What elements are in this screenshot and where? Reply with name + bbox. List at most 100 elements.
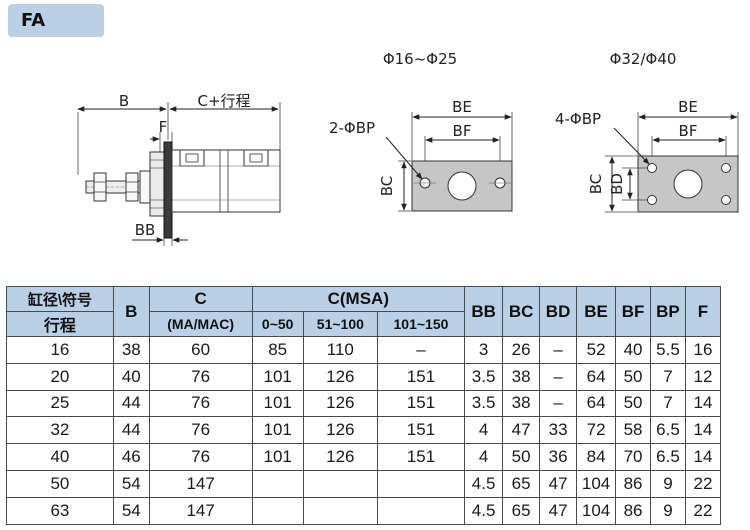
cell-bb: 4.5 bbox=[464, 469, 504, 498]
cell-bc: 65 bbox=[502, 496, 541, 525]
header-be: BE bbox=[576, 286, 617, 337]
cell-msa-101-150: 151 bbox=[376, 362, 466, 391]
cell-bc: 65 bbox=[502, 469, 541, 498]
cell-be: 104 bbox=[576, 469, 617, 498]
cell-be: 64 bbox=[576, 362, 617, 391]
cell-bf: 86 bbox=[615, 469, 652, 498]
label-bc-small: BC bbox=[378, 176, 396, 197]
label-b: B bbox=[119, 92, 129, 110]
cell-msa-51-100 bbox=[302, 469, 378, 498]
header-bp: BP bbox=[650, 286, 686, 337]
cell-f: 14 bbox=[684, 416, 722, 445]
cell-bb: 3 bbox=[464, 336, 504, 364]
cell-msa-51-100 bbox=[302, 496, 378, 525]
cell-bc: 26 bbox=[502, 336, 541, 364]
cell-bd: – bbox=[539, 362, 578, 391]
cell-msa-0-50: 101 bbox=[251, 443, 304, 471]
cell-msa-101-150: 151 bbox=[376, 443, 466, 471]
large-flange-plate: Φ32/Φ40 BE BF BC BD 4-ΦBP bbox=[555, 50, 739, 213]
label-c-stroke: C+行程 bbox=[197, 92, 250, 110]
cell-msa-51-100: 126 bbox=[302, 443, 378, 471]
header-bf: BF bbox=[615, 286, 652, 337]
cell-msa-0-50: 101 bbox=[251, 416, 304, 445]
label-bc-large: BC bbox=[587, 174, 605, 195]
cell-be: 72 bbox=[576, 416, 617, 445]
cell-b: 40 bbox=[112, 362, 150, 391]
cell-bf: 50 bbox=[615, 362, 652, 391]
cell-c: 76 bbox=[148, 416, 253, 445]
cell-bc: 50 bbox=[502, 443, 541, 471]
cell-msa-101-150 bbox=[376, 469, 466, 498]
cell-f: 22 bbox=[684, 469, 722, 498]
cell-bore: 63 bbox=[6, 496, 114, 525]
cell-c: 147 bbox=[148, 496, 253, 525]
small-flange-plate: Φ16~Φ25 BE BF BC 2-ΦBP bbox=[329, 50, 513, 212]
header-b: B bbox=[112, 286, 150, 337]
cell-msa-0-50: 101 bbox=[251, 389, 304, 418]
cell-f: 14 bbox=[684, 443, 722, 471]
cell-bp: 9 bbox=[650, 469, 686, 498]
cell-bd: 36 bbox=[539, 443, 578, 471]
cell-be: 52 bbox=[576, 336, 617, 364]
technical-drawing: B C+行程 F bbox=[77, 50, 739, 246]
cell-bd: – bbox=[539, 389, 578, 418]
cell-bb: 3.5 bbox=[464, 362, 504, 391]
header-f: F bbox=[684, 286, 722, 337]
cell-c: 76 bbox=[148, 362, 253, 391]
cell-c: 60 bbox=[148, 336, 253, 364]
cell-b: 54 bbox=[112, 496, 150, 525]
label-hole-small: 2-ΦBP bbox=[329, 119, 375, 137]
cell-b: 44 bbox=[112, 416, 150, 445]
cell-f: 16 bbox=[684, 336, 722, 364]
spec-table: 缸径\符号 B C C(MSA) BB BC BD BE BF BP F 行程 … bbox=[6, 286, 722, 525]
cell-c: 147 bbox=[148, 469, 253, 498]
header-bb: BB bbox=[464, 286, 504, 337]
cell-b: 46 bbox=[112, 443, 150, 471]
cell-bd: – bbox=[539, 336, 578, 364]
cell-bb: 4 bbox=[464, 443, 504, 471]
label-f: F bbox=[159, 118, 168, 136]
cell-msa-51-100: 126 bbox=[302, 362, 378, 391]
cell-f: 14 bbox=[684, 389, 722, 418]
cell-bd: 33 bbox=[539, 416, 578, 445]
cell-bf: 50 bbox=[615, 389, 652, 418]
cell-be: 64 bbox=[576, 389, 617, 418]
cell-bp: 9 bbox=[650, 496, 686, 525]
cell-bd: 47 bbox=[539, 496, 578, 525]
cell-msa-51-100: 126 bbox=[302, 416, 378, 445]
cell-bd: 47 bbox=[539, 469, 578, 498]
label-bf-small: BF bbox=[453, 122, 472, 140]
cell-b: 54 bbox=[112, 469, 150, 498]
cell-bb: 4.5 bbox=[464, 496, 504, 525]
section-badge: FA bbox=[8, 4, 104, 37]
cell-bf: 58 bbox=[615, 416, 652, 445]
header-c-sub: (MA/MAC) bbox=[148, 311, 253, 337]
cell-bore: 50 bbox=[6, 469, 114, 498]
cell-bp: 7 bbox=[650, 362, 686, 391]
cell-bp: 6.5 bbox=[650, 443, 686, 471]
cell-bore: 20 bbox=[6, 362, 114, 391]
cell-msa-0-50: 101 bbox=[251, 362, 304, 391]
label-be-small: BE bbox=[452, 98, 472, 116]
cell-bore: 32 bbox=[6, 416, 114, 445]
label-hole-large: 4-ΦBP bbox=[555, 110, 601, 128]
cell-bf: 70 bbox=[615, 443, 652, 471]
cell-f: 12 bbox=[684, 362, 722, 391]
cell-bp: 6.5 bbox=[650, 416, 686, 445]
cylinder-side-view: B C+行程 F bbox=[77, 92, 281, 246]
cell-bf: 86 bbox=[615, 496, 652, 525]
cell-bb: 4 bbox=[464, 416, 504, 445]
caption-large: Φ32/Φ40 bbox=[610, 50, 677, 68]
cell-bc: 47 bbox=[502, 416, 541, 445]
header-msa-101-150: 101~150 bbox=[376, 311, 466, 337]
label-bb: BB bbox=[135, 221, 156, 239]
cell-bf: 40 bbox=[615, 336, 652, 364]
header-bc: BC bbox=[502, 286, 541, 337]
header-bore: 缸径\符号 bbox=[6, 286, 114, 312]
